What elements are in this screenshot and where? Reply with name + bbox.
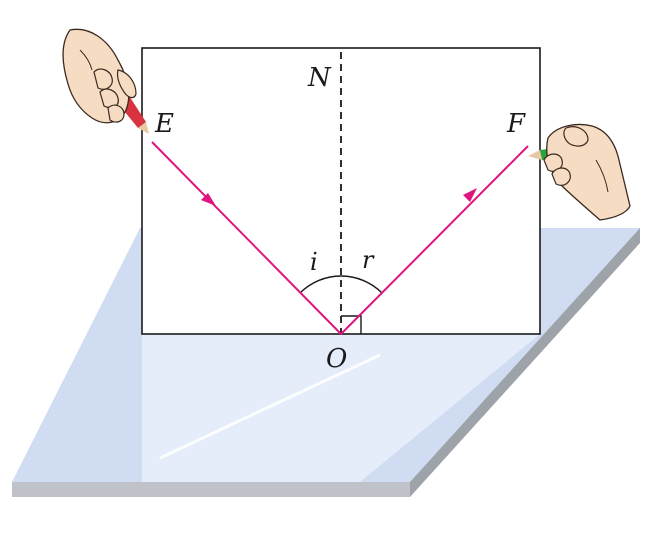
label-r: r	[362, 246, 375, 274]
reflection-angle-arc	[340, 275, 383, 294]
label-i: i	[310, 248, 318, 276]
right-hand-thumb	[563, 126, 589, 147]
mirror-side-edge	[410, 228, 640, 497]
label-n: N	[307, 63, 332, 93]
left-hand-crease	[79, 49, 93, 71]
red-pencil-tip	[138, 122, 149, 134]
right-hand-finger-2	[551, 167, 571, 186]
mirror-front-edge	[12, 482, 410, 497]
mirror-highlight	[142, 334, 540, 482]
green-pencil-tip	[528, 150, 542, 160]
right-hand-crease	[595, 159, 609, 193]
arrow-up-right-icon	[463, 188, 477, 202]
mirror-glint	[159, 353, 381, 460]
incident-ray	[151, 141, 342, 335]
hand-holding-green-pencil-icon	[528, 123, 631, 221]
left-hand-finger-3	[107, 104, 125, 123]
label-o: O	[326, 344, 347, 374]
reflected-ray	[340, 145, 529, 335]
hand-holding-red-pencil-icon	[62, 28, 149, 134]
left-hand-thumb	[116, 69, 137, 99]
label-f: F	[506, 109, 526, 139]
arrow-down-right-icon	[201, 193, 216, 206]
label-e: E	[154, 109, 174, 139]
right-angle-marker-icon	[341, 315, 362, 334]
right-hand-finger-1	[543, 153, 563, 172]
incidence-angle-arc	[299, 275, 342, 294]
left-hand-finger-1	[93, 68, 113, 90]
